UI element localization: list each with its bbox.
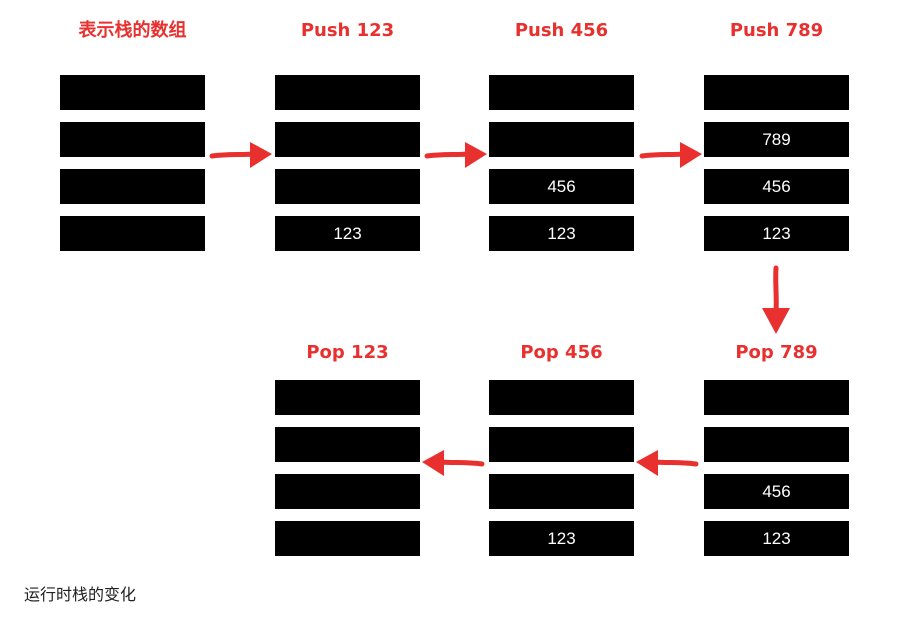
stack-cell xyxy=(275,75,420,110)
stack-cell: 456 xyxy=(704,169,849,204)
stage-title: 表示栈的数组 xyxy=(78,20,187,41)
stack-cell xyxy=(60,169,205,204)
stack-cell xyxy=(704,75,849,110)
stage-title: Pop 456 xyxy=(520,342,603,363)
arrow-left-icon xyxy=(636,450,699,476)
stack-cell: 123 xyxy=(489,521,634,556)
arrow-right-icon xyxy=(424,142,487,168)
arrow-right-icon xyxy=(209,142,272,168)
stack-cell xyxy=(275,474,420,509)
stack-cell xyxy=(489,122,634,157)
stack-array xyxy=(275,380,420,556)
arrow-left-icon xyxy=(422,450,485,476)
stack-cell xyxy=(275,169,420,204)
stack-cell: 789 xyxy=(704,122,849,157)
stack-cell: 123 xyxy=(704,521,849,556)
stage-title: Pop 789 xyxy=(735,342,818,363)
stack-cell: 123 xyxy=(704,216,849,251)
stack-cell xyxy=(489,75,634,110)
stack-cell xyxy=(275,521,420,556)
stage-title: Push 789 xyxy=(729,20,824,41)
stack-cell xyxy=(489,474,634,509)
stack-array xyxy=(60,75,205,251)
stack-cell: 123 xyxy=(275,216,420,251)
stack-array: 456 123 xyxy=(489,75,634,251)
arrow-down-icon xyxy=(762,265,790,334)
arrow-right-icon xyxy=(639,142,702,168)
stack-array: 123 xyxy=(489,380,634,556)
stack-cell xyxy=(60,216,205,251)
stack-cell: 456 xyxy=(489,169,634,204)
stage-title: Pop 123 xyxy=(306,342,389,363)
stack-cell xyxy=(275,380,420,415)
stack-cell xyxy=(275,122,420,157)
stack-cell xyxy=(60,122,205,157)
stack-cell xyxy=(704,427,849,462)
stack-cell xyxy=(489,427,634,462)
stack-cell: 456 xyxy=(704,474,849,509)
stage-title: Push 123 xyxy=(300,20,395,41)
stack-cell xyxy=(275,427,420,462)
stack-array: 456 123 xyxy=(704,380,849,556)
stack-cell: 123 xyxy=(489,216,634,251)
stack-cell xyxy=(489,380,634,415)
figure-caption: 运行时栈的变化 xyxy=(24,585,137,604)
stage-title: Push 456 xyxy=(514,20,609,41)
stack-array: 123 xyxy=(275,75,420,251)
stack-array: 789 456 123 xyxy=(704,75,849,251)
stack-cell xyxy=(60,75,205,110)
stack-cell xyxy=(704,380,849,415)
